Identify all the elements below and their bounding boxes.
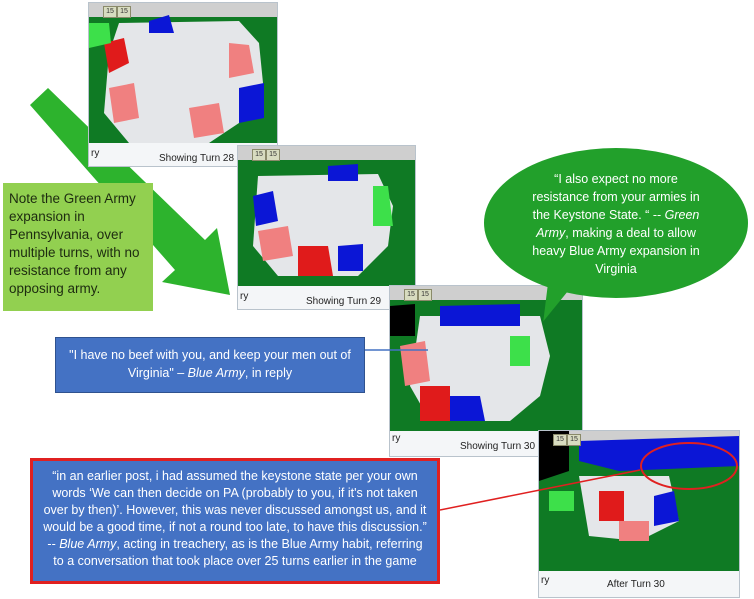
green-army-speech-bubble: “I also expect no more resistance from y… <box>484 148 748 298</box>
treachery-context: , acting in treachery, as is the Blue Ar… <box>53 537 423 568</box>
map-turn-29: 15 15 ry Showing Turn 29 <box>237 145 416 310</box>
reply-speaker: Blue Army <box>187 366 245 380</box>
map-caption: Showing Turn 29 <box>306 296 382 307</box>
treachery-speaker: Blue Army <box>59 537 117 551</box>
map-caption: Showing Turn 30 <box>460 441 536 452</box>
treachery-quote: “in an earlier post, i had assumed the k… <box>43 469 427 551</box>
map-graphic <box>539 431 739 571</box>
bubble-speaker: Green Army <box>536 208 700 240</box>
map-caption: After Turn 30 <box>607 579 665 590</box>
map-left-caption: ry <box>392 433 401 444</box>
green-note: Note the Green Army expansion in Pennsyl… <box>3 183 153 311</box>
turn-button[interactable]: 15 <box>252 149 266 161</box>
turn-button[interactable]: 15 <box>567 434 581 446</box>
map-turn-28: 15 15 ry Showing Turn 28 <box>88 2 278 167</box>
blue-army-treachery-box: “in an earlier post, i had assumed the k… <box>30 458 440 584</box>
turn-button[interactable]: 15 <box>103 6 117 18</box>
map-graphic <box>238 146 415 286</box>
note-text: Note the Green Army expansion in Pennsyl… <box>9 191 140 296</box>
map-left-caption: ry <box>91 148 100 159</box>
bubble-context: , making a deal to allow heavy Blue Army… <box>532 226 700 276</box>
turn-button[interactable]: 15 <box>404 289 418 301</box>
reply-quote: "I have no beef with you, and keep your … <box>69 348 351 380</box>
turn-button[interactable]: 15 <box>418 289 432 301</box>
blue-army-reply-box: "I have no beef with you, and keep your … <box>55 337 365 393</box>
turn-button[interactable]: 15 <box>117 6 131 18</box>
map-turn-30: 15 15 ry Showing Turn 30 <box>389 285 583 457</box>
map-left-caption: ry <box>541 575 550 586</box>
map-after-turn-30: 15 15 ry After Turn 30 <box>538 430 740 598</box>
map-graphic <box>89 3 277 143</box>
bubble-quote: “I also expect no more resistance from y… <box>532 172 700 222</box>
reply-context: , in reply <box>244 366 293 380</box>
turn-button[interactable]: 15 <box>266 149 280 161</box>
map-left-caption: ry <box>240 291 249 302</box>
map-caption: Showing Turn 28 <box>159 153 235 164</box>
map-graphic <box>390 286 582 431</box>
turn-button[interactable]: 15 <box>553 434 567 446</box>
